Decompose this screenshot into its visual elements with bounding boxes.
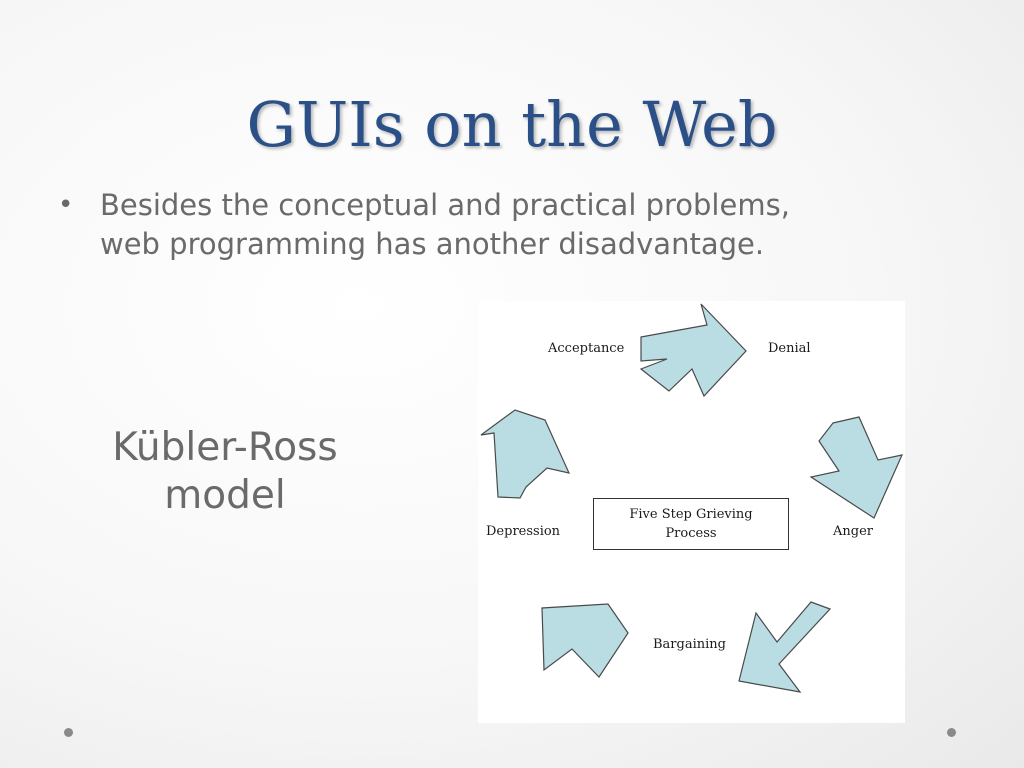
- slide-title: GUIs on the Web: [246, 88, 778, 161]
- stage-anger: Anger: [833, 524, 873, 539]
- bullet-item: • Besides the conceptual and practical p…: [58, 186, 938, 264]
- arrow-denial-to-anger: [809, 416, 904, 519]
- model-label-line2: model: [164, 473, 286, 518]
- arrow-anger-to-bargaining: [738, 601, 832, 693]
- center-box-line1: Five Step Grieving: [629, 507, 753, 522]
- model-label-line1: Kübler-Ross: [112, 425, 338, 470]
- bullet-list: • Besides the conceptual and practical p…: [58, 186, 938, 264]
- arrow-acceptance-to-denial: [639, 303, 747, 398]
- bullet-text-line2: web programming has another disadvantage…: [100, 227, 765, 261]
- stage-acceptance: Acceptance: [548, 341, 625, 356]
- center-box-line2: Process: [665, 526, 717, 541]
- cycle-arrows: [480, 303, 904, 693]
- stage-bargaining: Bargaining: [653, 637, 726, 652]
- bullet-text-line1: Besides the conceptual and practical pro…: [100, 188, 790, 222]
- left-corner-dot: [64, 728, 73, 737]
- stage-denial: Denial: [768, 341, 811, 356]
- center-process-box: Five Step Grieving Process: [593, 498, 789, 550]
- arrow-bargaining-to-depression: [541, 603, 629, 678]
- grieving-cycle-diagram: Acceptance Denial Anger Bargaining Depre…: [478, 301, 905, 723]
- right-corner-dot: [947, 728, 956, 737]
- stage-depression: Depression: [486, 524, 561, 539]
- arrow-depression-to-acceptance: [480, 409, 571, 499]
- bullet-icon: •: [58, 190, 74, 220]
- model-label: Kübler-Ross model: [80, 424, 370, 520]
